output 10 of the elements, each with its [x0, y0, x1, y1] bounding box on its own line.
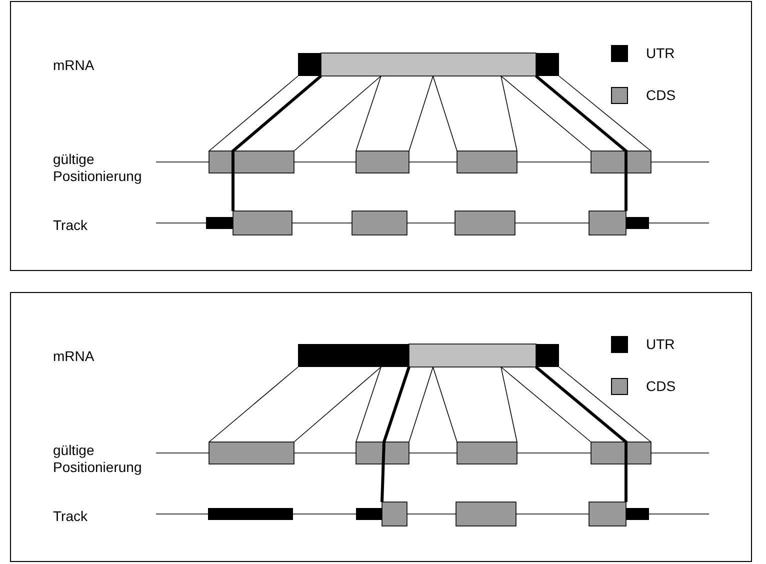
legend-label: UTR [646, 336, 675, 353]
track-label: Track [53, 508, 88, 525]
legend-label: CDS [646, 87, 676, 104]
mrna-label: mRNA [53, 57, 94, 74]
track-label: Track [53, 217, 88, 234]
legend-label: CDS [646, 378, 676, 395]
mrna-label: mRNA [53, 348, 94, 365]
row-label: gültige Positionierung [53, 442, 143, 476]
legend-label: UTR [646, 45, 675, 62]
row-label: gültige Positionierung [53, 151, 143, 185]
